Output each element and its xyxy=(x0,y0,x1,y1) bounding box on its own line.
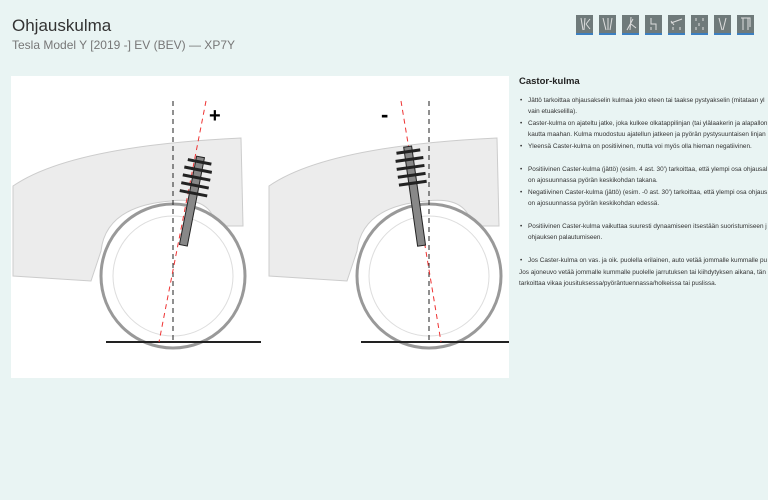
vehicle-subtitle: Tesla Model Y [2019 -] EV (BEV) — XP7Y xyxy=(12,38,235,52)
list-item: Yleensä Caster-kulma on positiivinen, mu… xyxy=(519,141,768,152)
kingpin-icon[interactable] xyxy=(645,15,662,35)
info-panel: Castor-kulma Jättö tarkoittaa ohjausakse… xyxy=(519,76,768,289)
setback-icon[interactable] xyxy=(668,15,685,35)
positive-label: + xyxy=(209,105,221,127)
included-angle-icon[interactable] xyxy=(714,15,731,35)
ride-height-icon[interactable] xyxy=(737,15,754,35)
thrust-icon[interactable] xyxy=(691,15,708,35)
panel-title: Castor-kulma xyxy=(519,76,580,87)
strut xyxy=(178,155,213,247)
angle-toolbar xyxy=(576,15,754,35)
strut xyxy=(395,145,427,247)
negative-label: - xyxy=(381,102,388,127)
car-body xyxy=(12,137,244,282)
positive-caster-diagram: + xyxy=(12,100,261,350)
toe-icon[interactable] xyxy=(576,15,593,35)
list-item: Positiivinen Caster-kulma vaikuttaa suur… xyxy=(519,221,768,243)
negative-caster-diagram: - xyxy=(268,100,509,350)
list-item: Negatiivinen Caster-kulma (jättö) (esim.… xyxy=(519,187,768,209)
caster-diagram: + - xyxy=(11,76,509,378)
camber-icon[interactable] xyxy=(599,15,616,35)
steering-axis xyxy=(400,100,442,343)
list-item: Jos Caster-kulma on vas. ja oik. puolell… xyxy=(519,255,768,266)
page-title: Ohjauskulma xyxy=(12,16,112,35)
list-item: Positiivinen Caster-kulma (jättö) (esim.… xyxy=(519,164,768,186)
footer-text: Jos ajoneuvo vetää jommalle kummalle puo… xyxy=(519,269,766,287)
steering-axis xyxy=(158,100,207,343)
list-item: Caster-kulma on ajateltu jatke, joka kul… xyxy=(519,118,768,140)
car-body xyxy=(268,137,500,282)
caster-diagram-svg: + - xyxy=(12,100,509,350)
list-item: Jättö tarkoittaa ohjausakselin kulmaa jo… xyxy=(519,95,768,117)
caster-icon[interactable] xyxy=(622,15,639,35)
